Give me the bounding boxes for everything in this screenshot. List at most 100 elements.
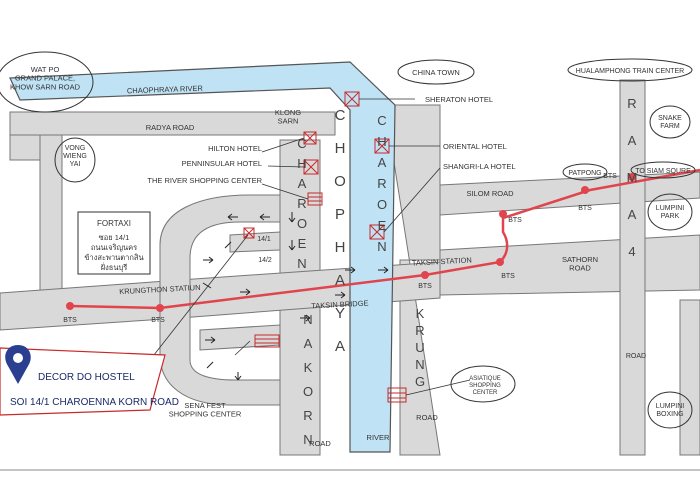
na-korn-label: N	[303, 432, 312, 447]
rama-4-label: 4	[628, 244, 635, 259]
charoen-right-label: N	[377, 239, 386, 254]
lumpini-boxing-label: LUMPINI	[656, 403, 684, 410]
river-center-label: THE RIVER SHOPPING CENTER	[147, 176, 262, 185]
bts-station-dot	[66, 302, 74, 310]
bts-line	[69, 168, 700, 310]
asiatique-label: CENTER	[473, 390, 498, 396]
bts-station-dot	[496, 258, 504, 266]
bts-label: BTS	[151, 317, 165, 324]
lumpini-boxing-label: BOXING	[656, 411, 683, 418]
oriental-label: ORIENTAL HOTEL	[443, 142, 507, 151]
taxi-note-box	[77, 211, 151, 275]
bts-label: BTS	[501, 273, 515, 280]
bts-station-dot	[499, 210, 507, 218]
snake-farm-oval	[649, 105, 691, 139]
taxi-note-title: FORTAXI	[97, 219, 131, 228]
location-pin-icon	[5, 345, 31, 384]
roundabout-loop	[159, 194, 281, 406]
na-korn-label: R	[303, 408, 312, 423]
asiatique-label: ASIATIQUE	[469, 376, 501, 382]
hotel-markers	[243, 91, 407, 403]
bts-label: BTS	[603, 173, 617, 180]
taxi-note-line: ซอย 14/1	[99, 233, 130, 242]
vong-wieng-yai-oval	[54, 137, 96, 183]
left-vertical-road	[39, 134, 63, 296]
bts-station-dot	[156, 304, 164, 312]
charoen-left-label: O	[297, 216, 307, 231]
soi-14-1-label: 14/1	[257, 236, 271, 243]
charoen-left-label: N	[297, 256, 306, 271]
charoen-left-label: A	[298, 176, 307, 191]
wat-po-oval	[0, 51, 94, 113]
klong-sarn-label: SARN	[278, 117, 299, 126]
rama-4-label: A	[628, 133, 637, 148]
chophaya-label: H	[335, 140, 346, 157]
bts-station-dot	[421, 271, 429, 279]
taxi-note-line: ข้างสะพานตากสิน	[84, 253, 143, 262]
bts-label: BTS	[508, 217, 522, 224]
sheraton-label: SHERATON HOTEL	[425, 95, 493, 104]
krung-label: G	[415, 374, 425, 389]
china-town-label: CHINA TOWN	[412, 68, 460, 77]
lower-loop-road	[199, 324, 281, 351]
road-krung-label: ROAD	[416, 413, 438, 422]
bts-station-dot	[628, 173, 636, 181]
patpong-oval	[562, 163, 608, 181]
charoen-left-label: H	[297, 156, 306, 171]
chaophraya-river-label: CHAOPHRAYA RIVER	[127, 84, 204, 96]
bts-label: BTS	[63, 317, 77, 324]
leader-lines	[149, 98, 471, 396]
soi-14-2-label: 14/2	[258, 257, 272, 264]
na-korn-label: A	[304, 336, 313, 351]
wat-po-label: WAT PO	[31, 65, 60, 74]
patpong-label: PATPONG	[568, 170, 601, 177]
wat-po-label: GRAND PALACE,	[15, 74, 75, 83]
krung-label: N	[415, 357, 424, 372]
sathorn-road-label: ROAD	[569, 264, 591, 273]
taxi-note-line: ถนนเจริญนคร	[91, 243, 137, 252]
krung-label: U	[415, 340, 424, 355]
na-korn-label: O	[303, 384, 313, 399]
chophaya-label: A	[335, 272, 345, 289]
hualamphong-oval	[567, 58, 693, 82]
lumpini-park-label: PARK	[661, 213, 680, 220]
river-label: RIVER	[367, 433, 391, 442]
hostel-callout-box	[0, 347, 166, 416]
charoen-right-label: A	[378, 155, 387, 170]
chophaya-label: Y	[335, 305, 345, 322]
taksin-station-label: TAKSIN STATION	[412, 255, 472, 267]
rama-4-label: R	[627, 96, 636, 111]
hilton-label: HILTON HOTEL	[208, 144, 262, 153]
krung-label: R	[415, 323, 424, 338]
asiatique-oval	[450, 365, 516, 403]
chaophraya-river	[9, 61, 396, 453]
snake-farm-label: SNAKE	[658, 115, 682, 122]
chophaya-label: O	[334, 173, 346, 190]
chophaya-label: H	[335, 239, 346, 256]
taksin-bridge-label: TAKSIN BRIDGE	[311, 299, 369, 311]
bts-stations	[66, 173, 636, 312]
right-road	[679, 299, 700, 456]
vong-wieng-yai-label: VONG	[65, 145, 86, 152]
penninsular-label: PENNINSULAR HOTEL	[182, 159, 262, 168]
charoen-right-label: R	[377, 176, 386, 191]
charoen-right-label: C	[377, 113, 386, 128]
silom-road-label: SILOM ROAD	[466, 189, 514, 198]
rama-4-label: A	[628, 207, 637, 222]
krung-label: K	[416, 306, 425, 321]
radya-road	[9, 111, 336, 136]
rama-4-road	[619, 79, 646, 456]
to-siam-oval	[630, 161, 696, 179]
shangri-la-label: SHANGRI-LA HOTEL	[443, 162, 516, 171]
hostel-name: DECOR DO HOSTEL	[38, 372, 135, 383]
sena-fest-label: SENA FEST	[184, 401, 226, 410]
bts-station-dot	[581, 186, 589, 194]
bts-label: BTS	[578, 205, 592, 212]
krungthon-label: KRUNGTHON STATIUN	[119, 283, 201, 296]
asiatique-label: SHOPPING	[469, 383, 501, 389]
lumpini-park-oval	[647, 193, 693, 231]
chophaya-label: C	[335, 107, 346, 124]
to-siam-label: TO SIAM SQURE	[635, 168, 691, 175]
